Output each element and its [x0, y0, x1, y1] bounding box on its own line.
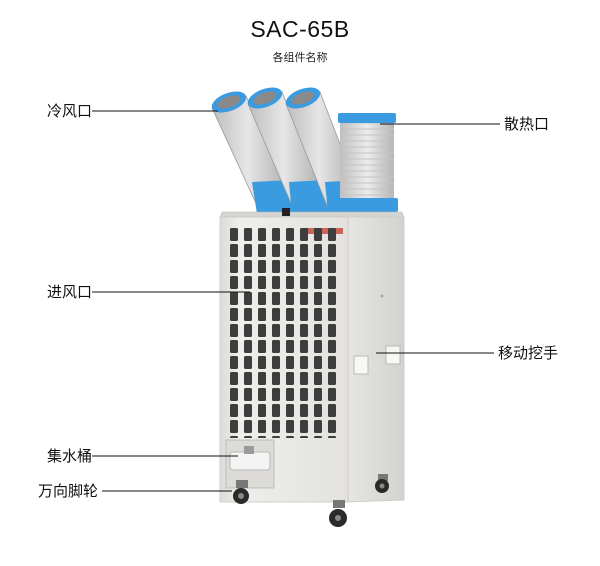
carry-handle-rear — [385, 345, 401, 365]
label-casters: 万向脚轮 — [38, 482, 99, 500]
label-cold-air-outlet: 冷风口 — [47, 102, 93, 120]
diagram-subtitle: 各组件名称 — [272, 51, 328, 64]
water-tank — [229, 451, 271, 471]
cold-air-duct-1 — [211, 91, 293, 214]
caster-wheel-front-right — [329, 500, 347, 527]
air-inlet-grille — [228, 226, 340, 438]
caster-wheel-front-left — [233, 480, 249, 504]
label-water-tank: 集水桶 — [47, 447, 93, 465]
caster-wheel-rear-right — [375, 474, 389, 493]
model-title: SAC-65B — [250, 16, 350, 42]
unit-body-side — [347, 216, 405, 503]
top-control-knob — [282, 208, 290, 216]
label-handle: 移动挖手 — [498, 344, 559, 362]
label-air-inlet: 进风口 — [47, 283, 93, 301]
label-heat-outlet: 散热口 — [504, 115, 550, 133]
carry-handle — [353, 355, 369, 375]
heat-outlet-duct — [336, 113, 398, 212]
cold-air-duct-2 — [247, 87, 328, 214]
